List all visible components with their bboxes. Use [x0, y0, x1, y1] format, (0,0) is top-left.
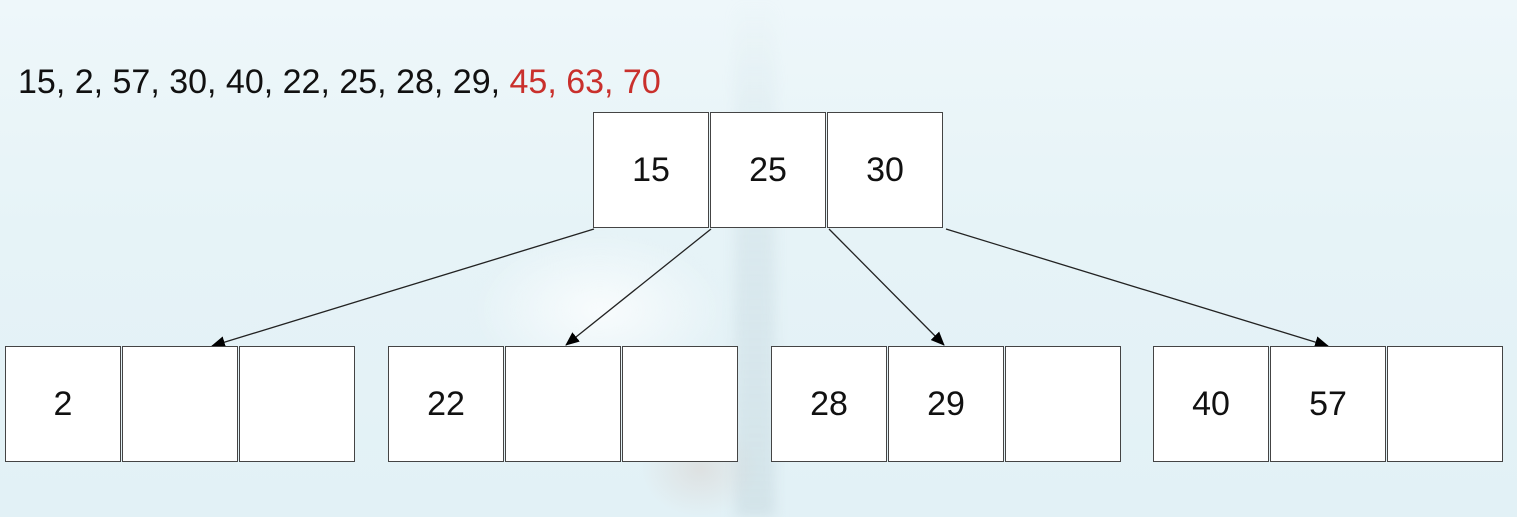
child-1-key-3 [239, 346, 355, 462]
root-key-2: 25 [710, 112, 826, 228]
child-3-key-2: 29 [888, 346, 1004, 462]
root-key-3: 30 [827, 112, 943, 228]
child-4-key-3 [1387, 346, 1503, 462]
insertion-sequence: 15, 2, 57, 30, 40, 22, 25, 28, 29, 45, 6… [18, 60, 661, 104]
edge-root-child-2 [565, 228, 712, 346]
child-3-key-3 [1005, 346, 1121, 462]
inserted-keys: 15, 2, 57, 30, 40, 22, 25, 28, 29, [18, 63, 510, 101]
pending-keys: 45, 63, 70 [509, 63, 661, 101]
child-2-key-3 [622, 346, 738, 462]
child-2-key-2 [505, 346, 621, 462]
child-node-3: 28 29 [771, 346, 1121, 462]
child-1-key-1: 2 [5, 346, 121, 462]
child-node-1: 2 [5, 346, 355, 462]
child-2-key-1: 22 [388, 346, 504, 462]
edge-root-child-3 [828, 228, 945, 346]
child-1-key-2 [122, 346, 238, 462]
root-node: 15 25 30 [593, 112, 943, 228]
edge-root-child-4 [945, 228, 1329, 348]
root-key-1: 15 [593, 112, 709, 228]
child-4-key-2: 57 [1270, 346, 1386, 462]
child-4-key-1: 40 [1153, 346, 1269, 462]
child-node-2: 22 [388, 346, 738, 462]
child-3-key-1: 28 [771, 346, 887, 462]
child-node-4: 40 57 [1153, 346, 1503, 462]
edge-root-child-1 [211, 228, 595, 348]
